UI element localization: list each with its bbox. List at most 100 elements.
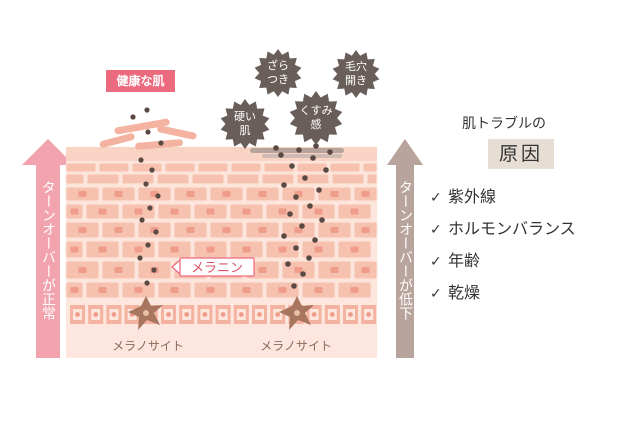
skin-cell xyxy=(65,162,97,173)
skin-cell xyxy=(296,173,330,185)
cell-nucleus xyxy=(206,246,215,253)
melanin-dot xyxy=(302,175,308,181)
melanin-label: メラニン xyxy=(191,261,243,276)
check-icon: ✓ xyxy=(430,222,442,238)
cause-item: ✓ 年齢 xyxy=(430,250,576,282)
title-small: 肌トラブルの xyxy=(462,116,546,132)
trouble-label: 毛穴 xyxy=(345,59,367,73)
melanocyte-label-right: メラノサイト xyxy=(260,339,332,353)
melanin-dot xyxy=(138,157,144,163)
melanin-dot xyxy=(300,271,306,277)
melanin-dot xyxy=(281,182,287,188)
melanin-dot xyxy=(285,261,291,267)
trouble-label: 開き xyxy=(345,74,367,87)
trouble-badge: 硬い肌 xyxy=(220,99,270,149)
cell-nucleus xyxy=(114,227,123,233)
burst-shape xyxy=(220,99,270,149)
cause-item: ✓ 乾燥 xyxy=(430,282,576,314)
cell-nucleus xyxy=(314,287,323,293)
cell-nucleus xyxy=(114,267,123,273)
basal-cells xyxy=(70,305,377,324)
cell-nucleus xyxy=(258,191,267,197)
skin-cell xyxy=(164,162,196,173)
cell-nucleus xyxy=(278,208,287,215)
cell-nucleus xyxy=(330,191,339,197)
basal-cell-nucleus xyxy=(238,312,244,317)
cell-nucleus xyxy=(114,191,123,197)
cell-nucleus xyxy=(222,191,231,197)
trouble-label: くすみ xyxy=(300,104,333,117)
skin-cell xyxy=(131,162,163,173)
melanin-callout: メラニン xyxy=(171,257,255,277)
basal-cell-nucleus xyxy=(311,312,317,317)
melanin-dot xyxy=(312,237,318,243)
cell-nucleus xyxy=(206,208,215,215)
melanin-dot xyxy=(151,267,157,273)
basal-cell-nucleus xyxy=(348,312,353,317)
cause-text: 年齢 xyxy=(448,251,481,270)
melanin-dot xyxy=(130,114,136,120)
melanin-dot xyxy=(313,143,319,149)
skin-flake xyxy=(157,125,197,140)
left-arrow: ターンオーバーが正常 xyxy=(22,139,74,358)
right-arrow-label: ターンオーバーが低下 xyxy=(397,180,413,320)
cell-nucleus xyxy=(350,287,359,293)
melanocyte-label-left: メラノサイト xyxy=(112,339,184,353)
cell-nucleus xyxy=(294,227,303,233)
skin-cell xyxy=(329,162,361,173)
melanin-dot xyxy=(155,193,161,199)
basal-cell-nucleus xyxy=(366,312,372,317)
skin-cell xyxy=(366,173,378,185)
melanin-dot xyxy=(299,223,305,229)
cell-nucleus xyxy=(170,287,179,293)
melanin-dot xyxy=(143,181,149,187)
skin-cells xyxy=(65,162,378,299)
cause-item: ✓ホルモンバランス xyxy=(430,218,576,250)
cell-nucleus xyxy=(98,246,107,253)
cell-nucleus xyxy=(350,208,359,215)
cell-nucleus xyxy=(314,208,323,215)
cell-nucleus xyxy=(222,227,231,233)
trouble-label: 肌 xyxy=(240,124,251,137)
cell-nucleus xyxy=(361,191,370,197)
cause-text: 乾燥 xyxy=(448,283,481,302)
cell-nucleus xyxy=(186,227,195,233)
skin-cell xyxy=(156,173,190,185)
melanin-dot xyxy=(278,152,284,158)
melanin-dot xyxy=(307,203,313,209)
cell-nucleus xyxy=(78,267,87,273)
cell-nucleus xyxy=(170,246,179,253)
melanin-dot xyxy=(306,255,312,261)
melanin-dot xyxy=(316,187,322,193)
skin-cell xyxy=(121,173,155,185)
burst-shape xyxy=(254,49,302,97)
basal-cell-nucleus xyxy=(202,312,208,317)
melanin-dot xyxy=(327,149,333,155)
skin-cell xyxy=(261,173,295,185)
skin-flake xyxy=(114,118,170,135)
melanin-dot xyxy=(310,155,316,161)
title-big: 原因 xyxy=(488,139,554,169)
melanin-dot xyxy=(145,129,151,135)
skin-cell xyxy=(226,173,260,185)
skin-cell xyxy=(191,173,225,185)
melanin-dot xyxy=(147,205,153,211)
healthy-skin-badge: 健康な肌 xyxy=(106,70,175,92)
melanin-dot xyxy=(273,145,279,151)
trouble-label: つき xyxy=(267,73,289,86)
melanin-dot xyxy=(144,280,150,286)
check-icon: ✓ xyxy=(430,286,442,302)
cause-item: ✓紫外線 xyxy=(430,186,576,218)
melanin-dot xyxy=(319,217,325,223)
right-arrow: ターンオーバーが低下 xyxy=(387,139,423,358)
basal-cell-nucleus xyxy=(111,312,117,317)
trouble-label: 感 xyxy=(311,118,322,131)
skin-cell xyxy=(263,162,295,173)
cell-nucleus xyxy=(78,227,87,233)
check-icon: ✓ xyxy=(430,254,442,270)
cell-nucleus xyxy=(361,267,370,273)
cell-nucleus xyxy=(206,287,215,293)
